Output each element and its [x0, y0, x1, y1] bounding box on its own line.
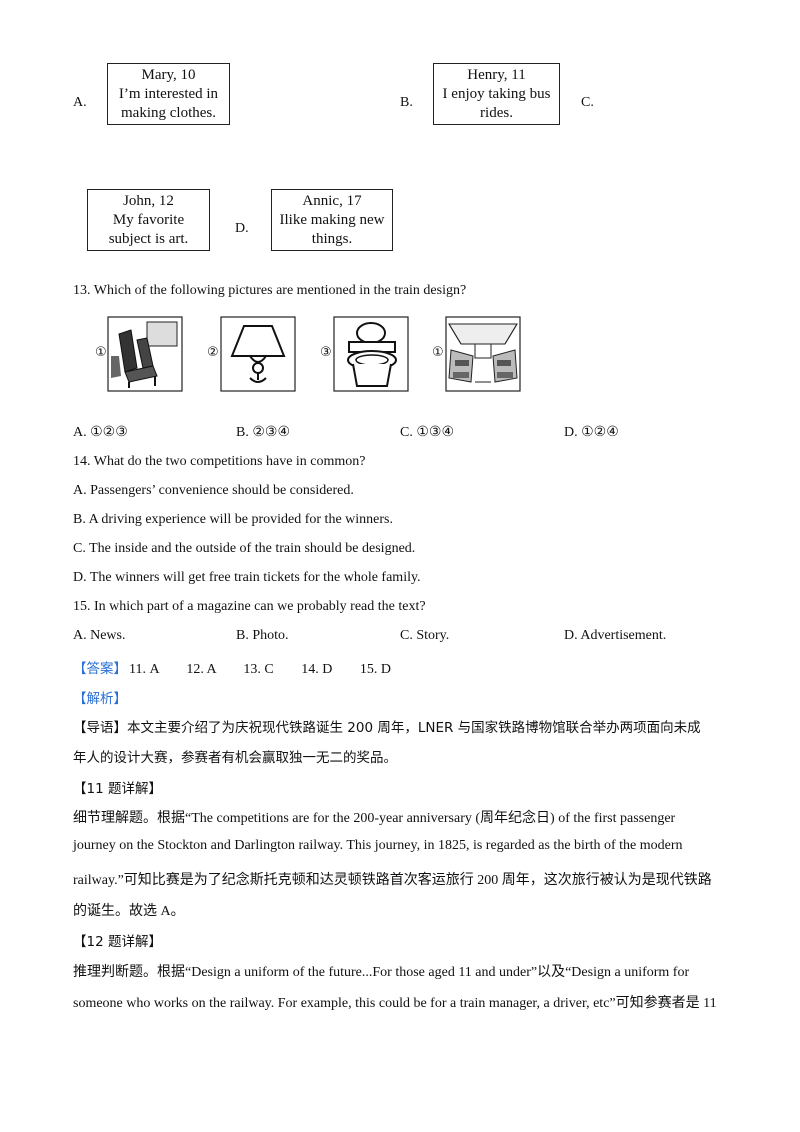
- option-b-line: Henry, 11: [467, 67, 526, 83]
- option-c-line: John, 12: [123, 193, 174, 209]
- lamp-icon: [220, 316, 296, 392]
- toilet-icon: [333, 316, 409, 392]
- option-c-box: John, 12 My favorite subject is art.: [87, 189, 210, 251]
- option-c-line: My favorite: [112, 212, 185, 228]
- option-d-line: Ilike making new: [279, 212, 385, 228]
- q13-choice-a: A. ①②③: [73, 425, 128, 440]
- q15-choice-c: C. Story.: [400, 628, 450, 643]
- option-d-box: Annic, 17 Ilike making new things.: [271, 189, 393, 251]
- option-b-line: I enjoy taking bus: [442, 86, 551, 102]
- guide-line: 【导语】本文主要介绍了为庆祝现代铁路诞生 200 周年，LNER 与国家铁路博物…: [73, 720, 701, 736]
- q14-option-a: A. Passengers’ convenience should be con…: [73, 483, 354, 498]
- q11-detail-line: 的诞生。故选 A。: [73, 904, 185, 919]
- option-a-line: making clothes.: [121, 105, 216, 121]
- option-a-box: Mary, 10 I’m interested in making clothe…: [107, 63, 230, 125]
- option-a-line: I’m interested in: [118, 86, 219, 102]
- q13-question: 13. Which of the following pictures are …: [73, 283, 467, 298]
- option-b-letter: B.: [400, 95, 413, 110]
- q12-detail-heading: 【12 题详解】: [73, 934, 162, 950]
- picture-number: ②: [207, 345, 219, 360]
- answer-value: 11. A: [129, 662, 159, 677]
- option-b-box: Henry, 11 I enjoy taking bus rides.: [433, 63, 560, 125]
- picture-number: ①: [95, 345, 107, 360]
- q11-detail-heading: 【11 题详解】: [73, 781, 162, 797]
- train-seat-icon: [107, 316, 183, 392]
- option-a-line: Mary, 10: [141, 67, 196, 83]
- picture-number: ③: [320, 345, 332, 360]
- q11-detail-line: railway.”可知比赛是为了纪念斯托克顿和达灵顿铁路首次客运旅行 200 周…: [73, 873, 712, 888]
- q15-choice-a: A. News.: [73, 628, 126, 643]
- train-interior-icon: [445, 316, 521, 392]
- guide-line: 年人的设计大赛，参赛者有机会赢取独一无二的奖品。: [73, 750, 397, 766]
- q11-detail-line: journey on the Stockton and Darlington r…: [73, 838, 683, 853]
- answer-value: 12. A: [186, 662, 216, 677]
- q14-question: 14. What do the two competitions have in…: [73, 454, 366, 469]
- q13-choice-b: B. ②③④: [236, 425, 290, 440]
- q15-choice-d: D. Advertisement.: [564, 628, 667, 643]
- option-c-letter: C.: [581, 95, 594, 110]
- answer-row: 【答案】11. A 12. A 13. C 14. D 15. D: [73, 657, 391, 678]
- q14-option-c: C. The inside and the outside of the tra…: [73, 541, 416, 556]
- q14-option-b: B. A driving experience will be provided…: [73, 512, 393, 527]
- answer-value: 14. D: [301, 662, 333, 677]
- analysis-label: 【解析】: [73, 691, 127, 707]
- option-b-line: rides.: [480, 105, 513, 121]
- q13-choice-d: D. ①②④: [564, 425, 619, 440]
- answer-value: 13. C: [243, 662, 274, 677]
- q15-choice-b: B. Photo.: [236, 628, 289, 643]
- option-c-line: subject is art.: [108, 231, 189, 247]
- q13-choice-c: C. ①③④: [400, 425, 454, 440]
- q12-detail-line: someone who works on the railway. For ex…: [73, 996, 717, 1011]
- option-d-line: Annic, 17: [302, 193, 362, 209]
- option-a-letter: A.: [73, 95, 87, 110]
- q12-detail-line: 推理判断题。根据“Design a uniform of the future.…: [73, 965, 690, 980]
- q15-question: 15. In which part of a magazine can we p…: [73, 599, 426, 614]
- answer-value: 15. D: [359, 662, 391, 677]
- option-d-line: things.: [311, 231, 353, 247]
- picture-number: ①: [432, 345, 444, 360]
- q11-detail-line: 细节理解题。根据“The competitions are for the 20…: [73, 811, 676, 826]
- answer-label: 【答案】: [73, 661, 127, 677]
- q14-option-d: D. The winners will get free train ticke…: [73, 570, 421, 585]
- option-d-letter: D.: [235, 221, 249, 236]
